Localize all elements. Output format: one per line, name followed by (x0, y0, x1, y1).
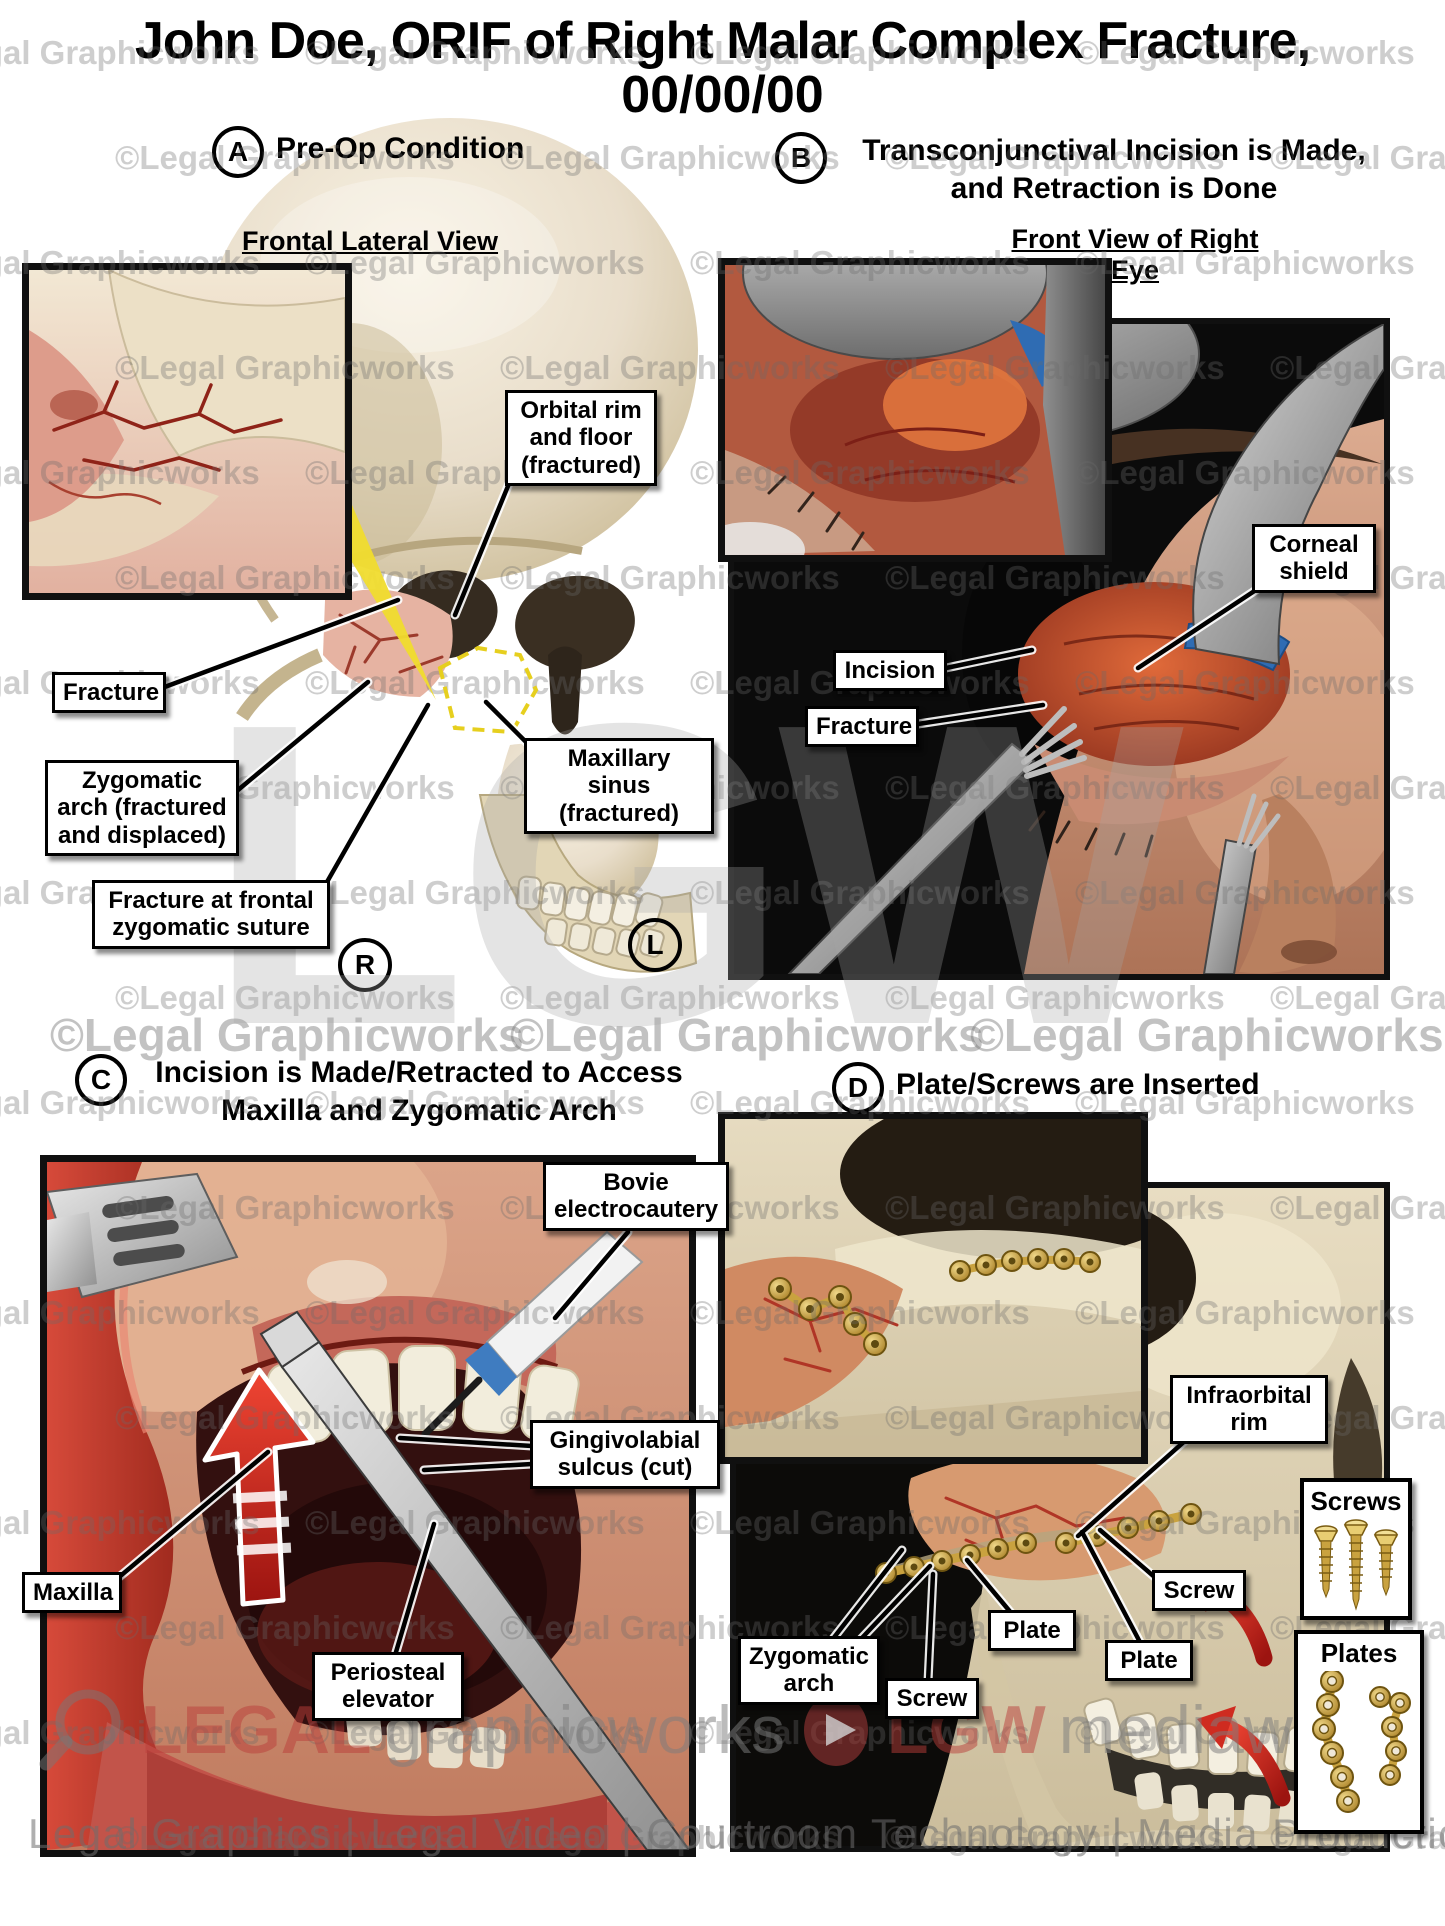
label-incision: Incision (833, 650, 947, 692)
mouth-retraction-illustration (47, 1162, 689, 1850)
incision-closeup-inset (718, 258, 1112, 562)
fracture-closeup-inset (22, 263, 352, 600)
label-screw-lower: Screw (885, 1678, 979, 1720)
panel-b-header: B Transconjunctival Incision is Made, an… (775, 132, 1389, 209)
cheek-retractor (47, 1172, 239, 1299)
panel-d-heading: Plate/Screws are Inserted (896, 1068, 1260, 1101)
panel-d-letter-badge: D (832, 1062, 884, 1114)
eyelashes (1028, 810, 1154, 858)
label-orbital-rim: Orbital rim and floor (fractured) (505, 390, 657, 487)
panel-a-subtitle: Frontal Lateral View (241, 226, 499, 256)
label-infraorbital-rim: Infraorbital rim (1170, 1375, 1328, 1444)
orientation-marker-left: L (628, 918, 682, 972)
label-corneal-shield: Corneal shield (1252, 524, 1376, 593)
plated-rim-closeup-inset (718, 1112, 1148, 1464)
plates-legend-title: Plates (1320, 1638, 1398, 1668)
mouth-retraction-image (40, 1155, 696, 1857)
periosteal-elevator-instrument (259, 1310, 689, 1850)
watermark-tile-large: ©Legal Graphicworks (510, 1009, 984, 1061)
label-zygomatic-arch-d: Zygomatic arch (738, 1636, 880, 1705)
inset-plate-right (949, 1248, 1101, 1282)
screws-legend-title: Screws (1310, 1486, 1402, 1516)
panel-a-header: A Pre-Op Condition (212, 126, 524, 178)
panel-b-heading-line2: and Retraction is Done (950, 172, 1278, 206)
panel-b-letter-badge: B (775, 132, 827, 184)
incision-closeup-illustration (725, 265, 1105, 555)
panel-a-letter-badge: A (212, 126, 264, 178)
label-plate-lower: Plate (988, 1610, 1076, 1652)
panel-b-subtitle: Front View of Right Eye (1011, 224, 1259, 285)
label-bovie-electrocautery: Bovie electrocautery (543, 1162, 729, 1231)
footer-services-line: Legal Graphics | Legal Video | Courtroom… (28, 1810, 1445, 1857)
watermark-tile-large: ©Legal Graphicworks (50, 1009, 524, 1061)
label-gingivolabial-sulcus: Gingivolabial sulcus (cut) (530, 1420, 720, 1489)
label-frontal-zygomatic-suture: Fracture at frontal zygomatic suture (92, 880, 330, 949)
watermark-tile-large: ©Legal Graphicworks (970, 1009, 1444, 1061)
plates-legend-box: Plates (1294, 1630, 1424, 1834)
label-maxilla: Maxilla (22, 1572, 122, 1614)
label-fracture-a: Fracture (52, 672, 166, 714)
panel-c-letter-badge: C (75, 1054, 127, 1106)
label-periosteal-elevator: Periosteal elevator (312, 1652, 464, 1721)
label-screw-upper: Screw (1152, 1570, 1246, 1612)
screws-icon (1313, 1519, 1399, 1611)
retractor-fork-prongs (1019, 706, 1087, 779)
panel-a-heading: Pre-Op Condition (276, 132, 525, 165)
title-date: 00/00/00 (621, 66, 824, 125)
label-plate-upper: Plate (1105, 1640, 1193, 1682)
page-title: John Doe, ORIF of Right Malar Complex Fr… (0, 14, 1445, 122)
label-zygomatic-arch-a: Zygomatic arch (fractured and displaced) (45, 760, 239, 857)
panel-d-header: D Plate/Screws are Inserted (832, 1062, 1260, 1114)
panel-c-heading-line1: Incision is Made/Retracted to Access (155, 1056, 683, 1089)
panel-b-heading-line1: Transconjunctival Incision is Made, (862, 134, 1366, 167)
panel-c-header: C Incision is Made/Retracted to Access M… (75, 1054, 699, 1131)
plates-icon (1312, 1671, 1411, 1813)
orientation-marker-right: R (338, 938, 392, 992)
screws-legend-box: Screws (1300, 1478, 1412, 1620)
label-maxillary-sinus: Maxillary sinus (fractured) (524, 738, 714, 835)
inset-plate-left (768, 1277, 887, 1356)
title-line1: John Doe, ORIF of Right Malar Complex Fr… (134, 12, 1311, 70)
fracture-closeup-illustration (29, 270, 345, 593)
panel-c-heading-line2: Maxilla and Zygomatic Arch (221, 1094, 617, 1128)
plated-rim-closeup-illustration (725, 1119, 1141, 1457)
upper-teeth (516, 875, 664, 928)
label-fracture-b: Fracture (805, 706, 919, 748)
